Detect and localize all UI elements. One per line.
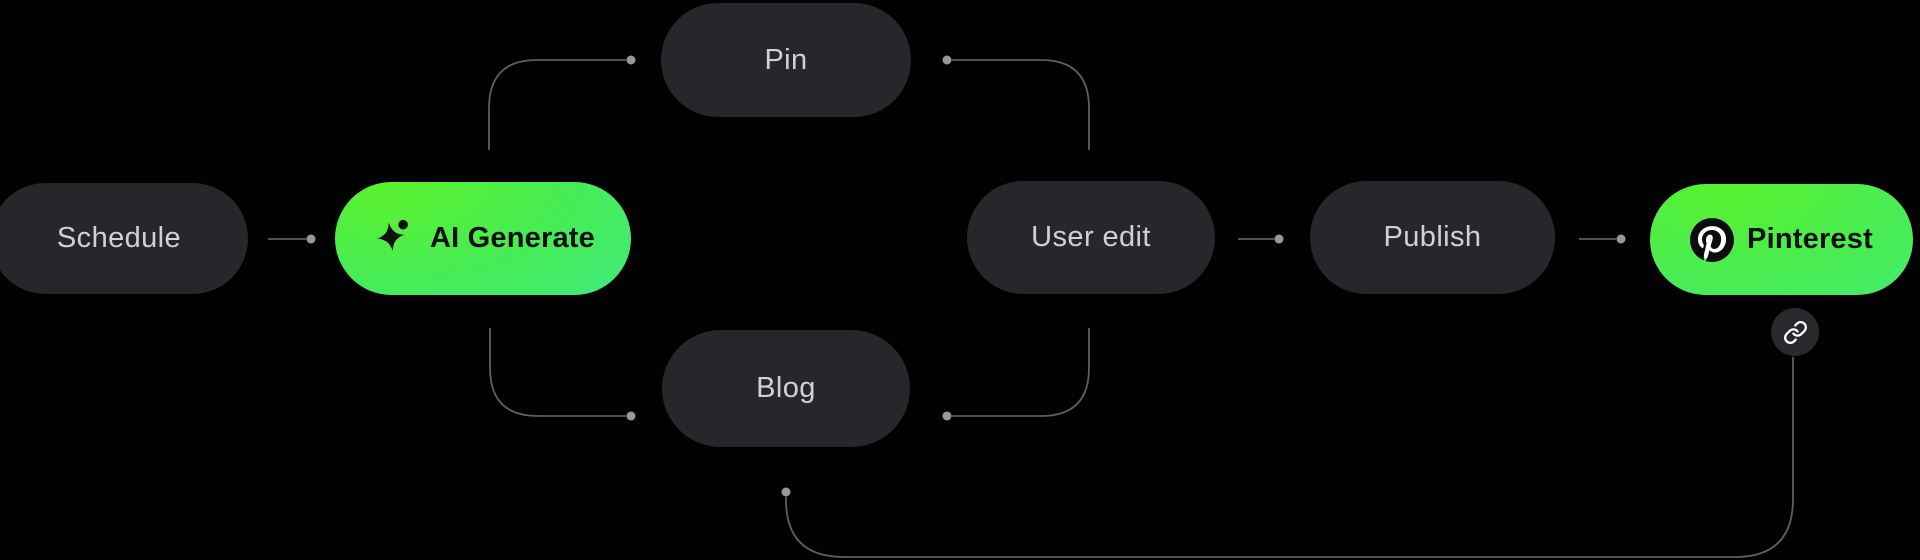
node-schedule[interactable]: Schedule — [0, 183, 248, 294]
link-icon — [1783, 320, 1807, 344]
connector-ai-to-blog — [489, 328, 626, 417]
edge-dot — [626, 411, 636, 421]
node-pin-label: Pin — [764, 43, 808, 76]
node-user-edit[interactable]: User edit — [967, 181, 1215, 294]
node-blog-label: Blog — [756, 372, 816, 404]
node-pin[interactable]: Pin — [661, 3, 911, 117]
node-ai-generate[interactable]: AI Generate — [335, 182, 631, 295]
edge-dot — [781, 487, 791, 497]
pinterest-logo-icon — [1690, 217, 1734, 262]
node-ai-generate-label: AI Generate — [430, 222, 595, 254]
edge-dot — [626, 55, 636, 65]
link-button[interactable] — [1771, 308, 1819, 356]
edge-dot — [1274, 234, 1284, 244]
node-pinterest[interactable]: Pinterest — [1650, 184, 1913, 295]
sparkle-icon — [377, 219, 408, 251]
edge-dot — [306, 234, 316, 244]
node-publish[interactable]: Publish — [1310, 181, 1555, 294]
node-user-edit-label: User edit — [1031, 221, 1151, 253]
connector-pin-to-useredit — [952, 59, 1090, 150]
edge-dot — [1616, 234, 1626, 244]
connector-blog-to-useredit — [952, 328, 1090, 417]
node-pinterest-label: Pinterest — [1747, 223, 1873, 255]
connector-ai-to-pin — [488, 59, 626, 150]
node-blog[interactable]: Blog — [662, 330, 910, 447]
edge-dot — [942, 411, 952, 421]
connector-feedback-loop — [785, 357, 1794, 558]
node-schedule-label: Schedule — [56, 222, 182, 254]
node-publish-label: Publish — [1383, 221, 1482, 253]
edge-dot — [942, 55, 952, 65]
